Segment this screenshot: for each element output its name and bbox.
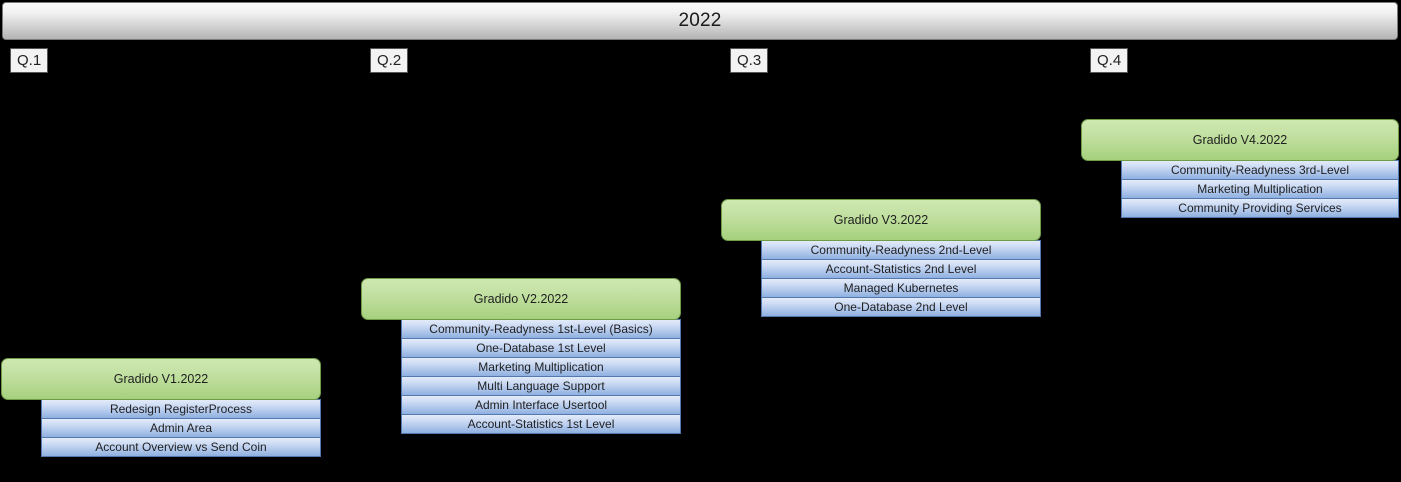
quarter-marker-q1: Q.1 (10, 48, 49, 73)
release-title-v2: Gradido V2.2022 (473, 292, 569, 306)
release-item-label: Community Providing Services (1178, 201, 1342, 215)
release-item-label: Community-Readyness 1st-Level (Basics) (429, 322, 653, 336)
release-group-v4[interactable]: Gradido V4.2022 Community-Readyness 3rd-… (1081, 119, 1399, 218)
quarter-label-q1: Q.1 (17, 52, 42, 69)
release-item[interactable]: Account-Statistics 1st Level (401, 414, 681, 434)
release-header-v1[interactable]: Gradido V1.2022 (1, 358, 321, 400)
release-item[interactable]: Admin Area (41, 418, 321, 438)
release-header-v3[interactable]: Gradido V3.2022 (721, 199, 1041, 241)
release-item-label: Admin Interface Usertool (474, 398, 608, 412)
release-item-label: Admin Area (149, 421, 213, 435)
quarter-label-q2: Q.2 (377, 52, 402, 69)
release-item[interactable]: One-Database 2nd Level (761, 297, 1041, 317)
quarter-marker-q3: Q.3 (730, 48, 769, 73)
year-header-bar: 2022 (2, 2, 1398, 40)
quarter-marker-q4: Q.4 (1090, 48, 1129, 73)
release-item-label: Marketing Multiplication (1197, 182, 1323, 196)
release-item-label: Account-Statistics 2nd Level (825, 262, 977, 276)
release-item-label: Redesign RegisterProcess (109, 402, 253, 416)
release-item-label: Account Overview vs Send Coin (95, 440, 267, 454)
release-item-label: One-Database 1st Level (476, 341, 606, 355)
release-item-list-v3: Community-Readyness 2nd-Level Account-St… (761, 240, 1041, 317)
release-item[interactable]: Account Overview vs Send Coin (41, 437, 321, 457)
release-title-v3: Gradido V3.2022 (833, 213, 929, 227)
release-item[interactable]: Admin Interface Usertool (401, 395, 681, 415)
release-title-v1: Gradido V1.2022 (113, 372, 209, 386)
release-item[interactable]: Managed Kubernetes (761, 278, 1041, 298)
release-group-v1[interactable]: Gradido V1.2022 Redesign RegisterProcess… (1, 358, 321, 457)
release-item-list-v2: Community-Readyness 1st-Level (Basics) O… (401, 319, 681, 434)
release-item[interactable]: One-Database 1st Level (401, 338, 681, 358)
release-item-label: Community-Readyness 3rd-Level (1170, 163, 1350, 177)
release-item[interactable]: Multi Language Support (401, 376, 681, 396)
release-item-label: Multi Language Support (477, 379, 605, 393)
release-item[interactable]: Community Providing Services (1121, 198, 1399, 218)
quarter-label-q4: Q.4 (1097, 52, 1122, 69)
release-item-list-v1: Redesign RegisterProcess Admin Area Acco… (41, 399, 321, 457)
release-item-label: One-Database 2nd Level (834, 300, 968, 314)
release-item[interactable]: Community-Readyness 2nd-Level (761, 240, 1041, 260)
release-item-label: Community-Readyness 2nd-Level (810, 243, 992, 257)
release-header-v4[interactable]: Gradido V4.2022 (1081, 119, 1399, 161)
release-item-list-v4: Community-Readyness 3rd-Level Marketing … (1121, 160, 1399, 218)
release-item[interactable]: Redesign RegisterProcess (41, 399, 321, 419)
quarter-label-q3: Q.3 (737, 52, 762, 69)
release-item[interactable]: Account-Statistics 2nd Level (761, 259, 1041, 279)
quarter-marker-q2: Q.2 (370, 48, 409, 73)
release-item[interactable]: Community-Readyness 1st-Level (Basics) (401, 319, 681, 339)
release-item[interactable]: Marketing Multiplication (1121, 179, 1399, 199)
release-item-label: Marketing Multiplication (478, 360, 604, 374)
release-item-label: Managed Kubernetes (843, 281, 959, 295)
year-label: 2022 (678, 10, 722, 31)
release-header-v2[interactable]: Gradido V2.2022 (361, 278, 681, 320)
release-group-v3[interactable]: Gradido V3.2022 Community-Readyness 2nd-… (721, 199, 1041, 317)
release-item[interactable]: Community-Readyness 3rd-Level (1121, 160, 1399, 180)
release-group-v2[interactable]: Gradido V2.2022 Community-Readyness 1st-… (361, 278, 681, 434)
release-title-v4: Gradido V4.2022 (1192, 133, 1288, 147)
release-item-label: Account-Statistics 1st Level (467, 417, 615, 431)
release-item[interactable]: Marketing Multiplication (401, 357, 681, 377)
